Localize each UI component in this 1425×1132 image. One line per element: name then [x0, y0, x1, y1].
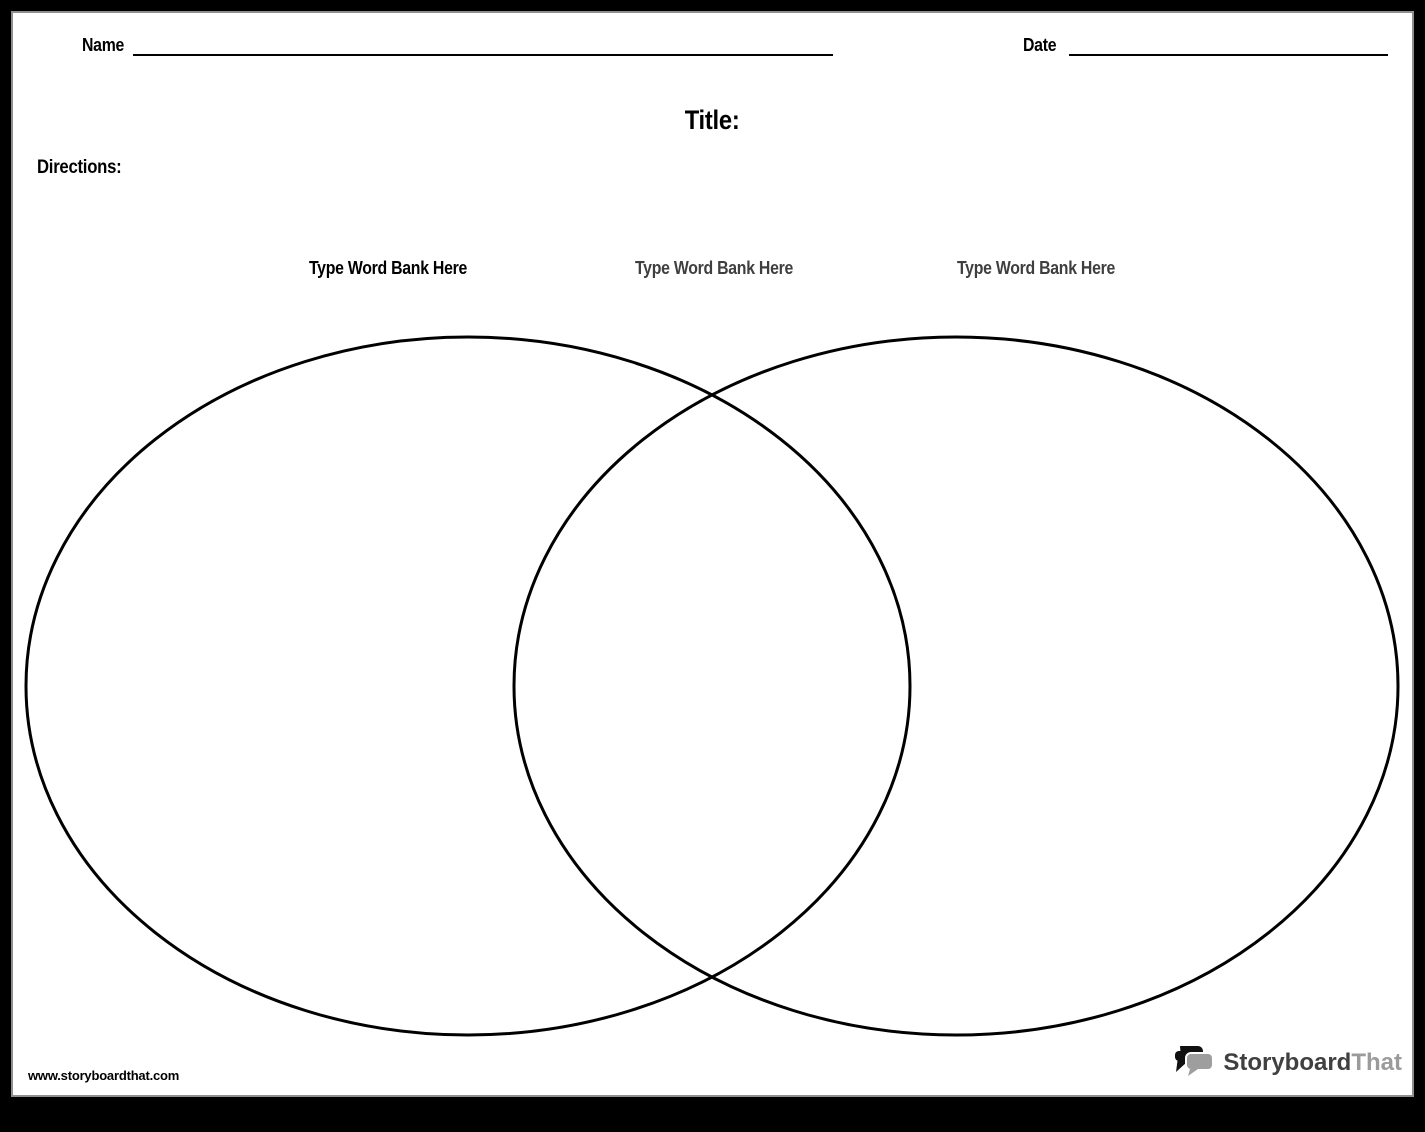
name-label: Name [82, 35, 125, 55]
date-fill-in-line[interactable] [1069, 54, 1388, 56]
website-url: www.storyboardthat.com [28, 1068, 180, 1083]
date-label: Date [1023, 35, 1057, 55]
worksheet-page: Name Date Title: Directions: Type Word B… [11, 11, 1414, 1097]
word-bank-left-placeholder[interactable]: Type Word Bank Here [308, 258, 468, 278]
brand-text-storyboard: Storyboard [1223, 1049, 1352, 1076]
name-fill-in-line[interactable] [133, 54, 833, 56]
venn-diagram [24, 335, 1400, 1037]
brand-text-that: That [1351, 1049, 1402, 1076]
word-bank-right-placeholder[interactable]: Type Word Bank Here [956, 258, 1116, 278]
page-title[interactable]: Title: [685, 105, 740, 135]
venn-right-ellipse[interactable] [512, 335, 1400, 1037]
storyboardthat-logo: StoryboardThat [1174, 1045, 1402, 1081]
venn-left-ellipse[interactable] [24, 335, 912, 1037]
brand-wordmark: StoryboardThat [1223, 1049, 1402, 1077]
word-bank-middle-placeholder[interactable]: Type Word Bank Here [634, 258, 794, 278]
directions-label[interactable]: Directions: [37, 157, 122, 178]
title-row: Title: [13, 105, 1412, 136]
speech-bubbles-icon [1175, 1046, 1215, 1076]
